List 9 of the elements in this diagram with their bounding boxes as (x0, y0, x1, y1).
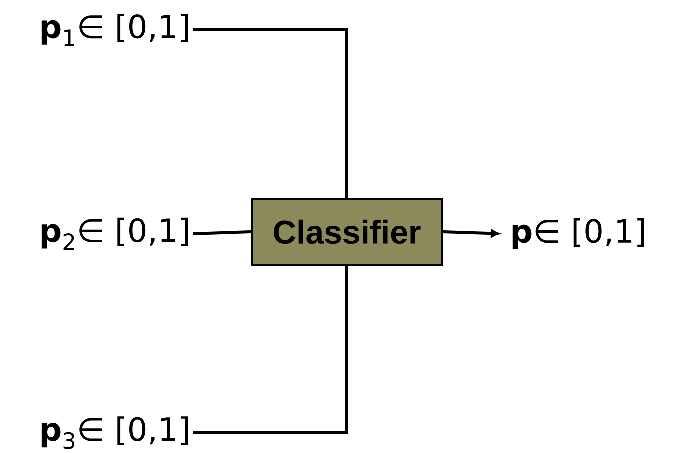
connector-line (193, 28, 348, 198)
connector-line (442, 230, 500, 238)
input-label: p$_{1}$∈ [0,1] (42, 14, 188, 46)
connector-line (192, 230, 252, 236)
connector-line (193, 266, 348, 434)
input-label: p$_{3}$∈ [0,1] (42, 416, 188, 450)
classifier-box: Classifier (251, 198, 443, 266)
input-label: p$_{2}$∈ [0,1] (42, 218, 188, 250)
output-label: p∈ [0,1] (512, 218, 644, 250)
